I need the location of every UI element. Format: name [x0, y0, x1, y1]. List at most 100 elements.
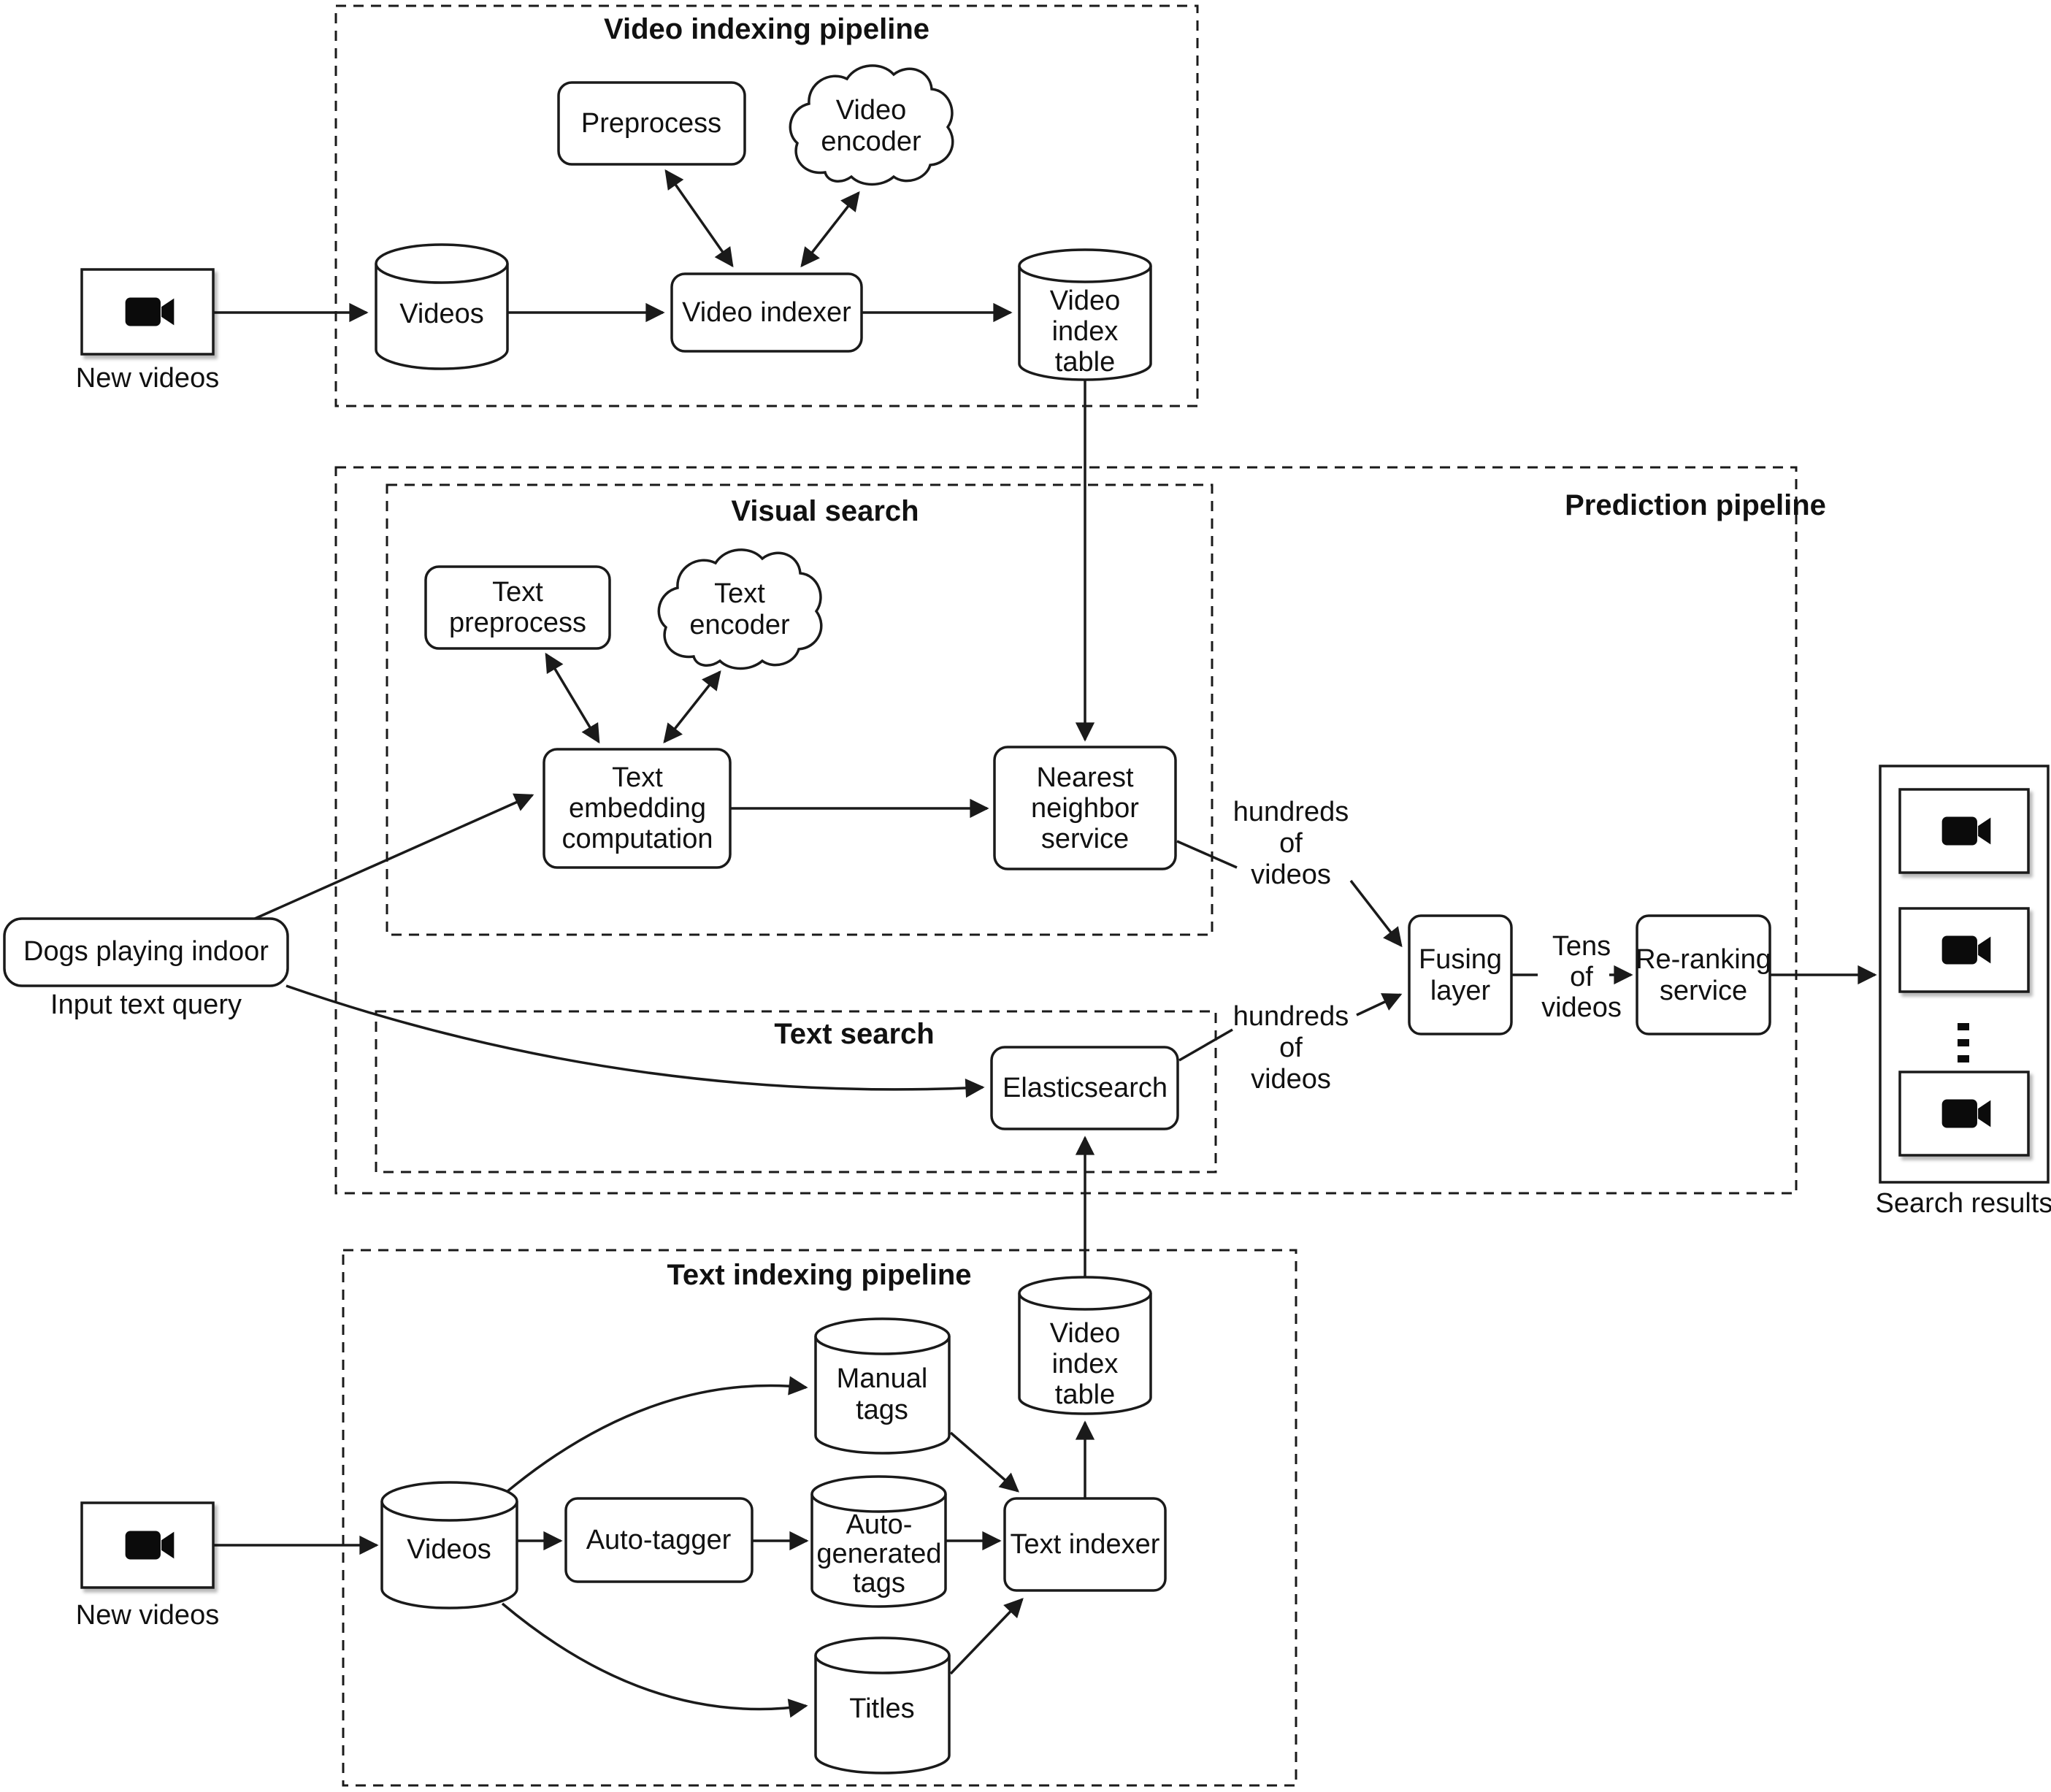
- new-videos-source-top: New videos: [76, 268, 219, 394]
- titles-store: Titles: [814, 1636, 951, 1774]
- arrow-videos-to-titles: [501, 1602, 808, 1718]
- text-preprocess-line: preprocess: [449, 608, 586, 638]
- elasticsearch-label: Elasticsearch: [1003, 1073, 1168, 1103]
- cylinder-top: [814, 1317, 951, 1355]
- video-index-table-line: table: [1055, 347, 1115, 378]
- fusing-layer-line: layer: [1430, 976, 1491, 1006]
- text-search-title: Text search: [774, 1018, 934, 1050]
- auto-tagger-node: Auto-tagger: [564, 1497, 754, 1583]
- preprocess-box: [557, 81, 746, 166]
- tens-of-videos-label: Tens of videos: [1541, 931, 1622, 1023]
- cylinder-top: [1018, 248, 1152, 283]
- line-elasticsearch-to-hundreds: [1178, 1028, 1233, 1062]
- cylinder-top: [380, 1481, 518, 1522]
- auto-generated-tags-line: Auto-: [846, 1509, 913, 1540]
- arrow-text-preprocess-embedding: [545, 652, 600, 744]
- preprocess-label: Preprocess: [581, 108, 721, 139]
- video-indexer-box: [670, 272, 863, 353]
- cylinder-top: [375, 243, 509, 284]
- manual-tags-line: Manual: [837, 1363, 928, 1394]
- nearest-neighbor-line: Nearest: [1036, 762, 1133, 793]
- text-encoder-node: Text encoder: [657, 548, 823, 670]
- video-encoder-node: Video encoder: [789, 64, 954, 186]
- arrow-manual-tags-to-text-indexer: [949, 1431, 1019, 1493]
- video-encoder-line: Video: [836, 95, 907, 126]
- hundreds-of-videos-top-label: hundreds of videos: [1233, 797, 1349, 890]
- video-index-table-line: table: [1055, 1379, 1115, 1410]
- search-results-caption: Search results: [1876, 1188, 2051, 1219]
- video-indexer-node: Video indexer: [670, 272, 863, 353]
- video-indexing-pipeline-title: Video indexing pipeline: [604, 13, 929, 45]
- arrow-query-to-elasticsearch: [285, 984, 985, 1098]
- query-caption: Input text query: [50, 989, 242, 1020]
- auto-tagger-box: [564, 1497, 754, 1583]
- videos-store-top: Videos: [375, 243, 509, 370]
- line-nearest-neighbor-to-hundreds: [1176, 840, 1238, 869]
- arrow-hundreds-top-to-fusing: [1349, 879, 1403, 948]
- text-indexer-label: Text indexer: [1011, 1529, 1160, 1560]
- video-index-table-line: index: [1052, 316, 1119, 347]
- text-indexing-pipeline-title: Text indexing pipeline: [667, 1259, 971, 1291]
- svg-text:videos: videos: [1251, 1064, 1331, 1095]
- cylinder: [814, 1655, 951, 1774]
- arrow-video-encoder-video-indexer: [800, 191, 860, 268]
- text-indexer-node: Text indexer: [1003, 1497, 1167, 1592]
- new-videos-source-bottom: New videos: [76, 1501, 219, 1631]
- nearest-neighbor-line: neighbor: [1031, 793, 1139, 824]
- search-results-panel: Search results: [1876, 765, 2051, 1219]
- visual-search-title: Visual search: [731, 495, 919, 527]
- text-embedding-line: embedding: [569, 793, 706, 824]
- text-preprocess-line: Text: [492, 577, 543, 608]
- text-embedding-node: Text embedding computation: [543, 748, 732, 869]
- hundreds-of-videos-bottom-label: hundreds of videos: [1233, 1001, 1349, 1095]
- cylinder: [810, 1494, 947, 1608]
- elasticsearch-box: [990, 1046, 1179, 1130]
- ellipsis-icon: [1958, 1023, 1969, 1062]
- nearest-neighbor-node: Nearest neighbor service: [993, 746, 1177, 870]
- reranking-node: Re-ranking service: [1636, 914, 1771, 1035]
- text-embedding-line: computation: [561, 824, 713, 854]
- arrow-text-encoder-embedding: [663, 670, 721, 744]
- video-indexer-label: Video indexer: [682, 297, 851, 328]
- svg-text:of: of: [1279, 828, 1303, 859]
- video-indexing-pipeline-box: [334, 4, 1199, 407]
- fusing-layer-node: Fusing layer: [1408, 914, 1513, 1035]
- videos-label: Videos: [407, 1534, 491, 1565]
- text-preprocess-box: [424, 565, 611, 650]
- cylinder: [814, 1336, 951, 1455]
- query-text: Dogs playing indoor: [23, 936, 269, 967]
- cylinder-top: [1018, 1276, 1152, 1311]
- cylinder: [380, 1501, 518, 1609]
- query-input-node: Dogs playing indoor Input text query: [3, 917, 289, 1020]
- svg-text:hundreds: hundreds: [1233, 1001, 1349, 1032]
- video-index-table-top: Video index table: [1018, 248, 1152, 381]
- cylinder: [1018, 1293, 1152, 1415]
- auto-generated-tags-line: tags: [853, 1568, 905, 1598]
- arrow-hundreds-bottom-to-fusing: [1356, 993, 1403, 1016]
- svg-text:of: of: [1570, 962, 1593, 992]
- video-index-table-line: Video: [1050, 1318, 1121, 1349]
- svg-text:videos: videos: [1251, 859, 1331, 890]
- nearest-neighbor-box: [993, 746, 1177, 870]
- preprocess-node: Preprocess: [557, 81, 746, 166]
- manual-tags-store: Manual tags: [814, 1317, 951, 1455]
- video-index-table-bottom: Video index table: [1018, 1276, 1152, 1415]
- svg-text:hundreds: hundreds: [1233, 797, 1349, 827]
- video-encoder-line: encoder: [821, 126, 921, 157]
- elasticsearch-node: Elasticsearch: [990, 1046, 1179, 1130]
- arrow-videos-to-manual-tags: [501, 1376, 808, 1497]
- arrow-query-to-embedding: [248, 793, 534, 923]
- prediction-pipeline-box: [334, 466, 1798, 1195]
- nearest-neighbor-line: service: [1041, 824, 1129, 854]
- videos-store-bottom: Videos: [380, 1481, 518, 1609]
- cylinder: [1018, 266, 1152, 381]
- visual-search-box: [386, 483, 1214, 936]
- reranking-line: Re-ranking: [1636, 944, 1771, 975]
- text-indexing-pipeline-box: [342, 1249, 1297, 1787]
- manual-tags-line: tags: [856, 1395, 908, 1425]
- pipeline-containers: Video indexing pipeline Prediction pipel…: [334, 4, 1826, 1787]
- titles-label: Titles: [849, 1693, 914, 1724]
- auto-tagger-label: Auto-tagger: [586, 1525, 732, 1555]
- fusing-layer-line: Fusing: [1419, 944, 1502, 975]
